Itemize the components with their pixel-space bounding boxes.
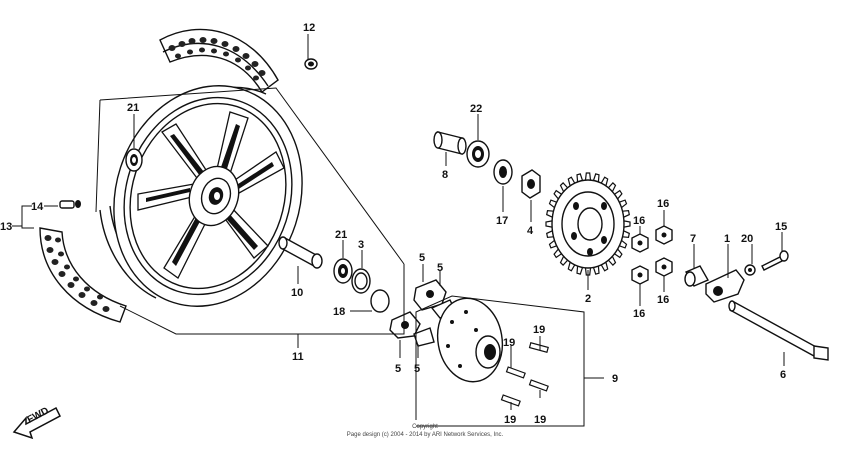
- callout-6: 6: [780, 369, 786, 381]
- sprocket-tooth: [545, 220, 553, 228]
- callout-5-b: 5: [437, 262, 443, 274]
- callout-21-upper: 21: [127, 102, 139, 114]
- callout-10: 10: [291, 287, 303, 299]
- callout-5-a: 5: [419, 252, 425, 264]
- callout-21-lower: 21: [335, 229, 347, 241]
- callout-20: 20: [741, 233, 753, 245]
- bearing-21-lower: [333, 258, 353, 284]
- nut-4: [521, 169, 541, 199]
- adjuster-1: [705, 269, 745, 303]
- callout-16-c: 16: [657, 294, 669, 306]
- bearing-21-upper: [125, 148, 143, 172]
- studs-19: [500, 342, 549, 407]
- leader-lines: [12, 34, 785, 410]
- callout-19-b: 19: [503, 337, 515, 349]
- forward-arrow-icon: FWD: [12, 405, 61, 440]
- callout-19-d: 19: [504, 414, 516, 426]
- driven-flange-9: [436, 297, 504, 383]
- callout-16-a: 16: [657, 198, 669, 210]
- group-lines: [95, 87, 604, 427]
- callout-11: 11: [292, 351, 304, 363]
- nut-20: [744, 264, 756, 276]
- callout-8: 8: [442, 169, 448, 181]
- axle-6: [728, 300, 829, 361]
- bearing-22: [466, 140, 490, 168]
- collar-10: [278, 236, 323, 269]
- valve-14: [59, 200, 81, 209]
- callout-19-c: 19: [534, 414, 546, 426]
- callout-19-a: 19: [533, 324, 545, 336]
- callout-1: 1: [724, 233, 730, 245]
- copyright-line: Copyright: [412, 424, 438, 430]
- callout-22: 22: [470, 103, 482, 115]
- sprocket-tooth: [584, 172, 592, 181]
- callout-16-d: 16: [633, 308, 645, 320]
- callout-5-d: 5: [414, 363, 420, 375]
- callout-7: 7: [690, 233, 696, 245]
- o-ring-18: [370, 289, 390, 313]
- callout-16-b: 16: [633, 215, 645, 227]
- callout-18: 18: [333, 306, 345, 318]
- collar-7: [684, 265, 709, 287]
- tire-lower: [39, 227, 127, 323]
- page-design-credit: Page design (c) 2004 - 2014 by ARI Netwo…: [347, 432, 504, 438]
- callout-4: 4: [527, 225, 534, 237]
- tire-upper: [159, 28, 279, 94]
- sprocket-2: [545, 172, 631, 276]
- bolt-12: [304, 58, 318, 70]
- sprocket-tooth: [623, 220, 631, 228]
- callouts: 12 21 14 13 21 3 10 18 11 5 5 5 5 22 8 1…: [0, 22, 787, 426]
- callout-15: 15: [775, 221, 787, 233]
- callout-13: 13: [0, 221, 12, 233]
- callout-17: 17: [496, 215, 508, 227]
- callout-2: 2: [585, 293, 591, 305]
- nuts-16: [631, 225, 673, 285]
- cast-wheel: [113, 85, 303, 307]
- callout-9: 9: [612, 373, 618, 385]
- oil-seal-3: [351, 268, 371, 294]
- callout-14: 14: [31, 201, 44, 213]
- callout-3: 3: [358, 239, 364, 251]
- callout-5-c: 5: [395, 363, 401, 375]
- sleeve-8: [433, 131, 467, 155]
- bolt-15: [761, 250, 789, 271]
- washer-17: [493, 159, 513, 185]
- damper-5-group: [389, 279, 457, 347]
- callout-12: 12: [303, 22, 315, 34]
